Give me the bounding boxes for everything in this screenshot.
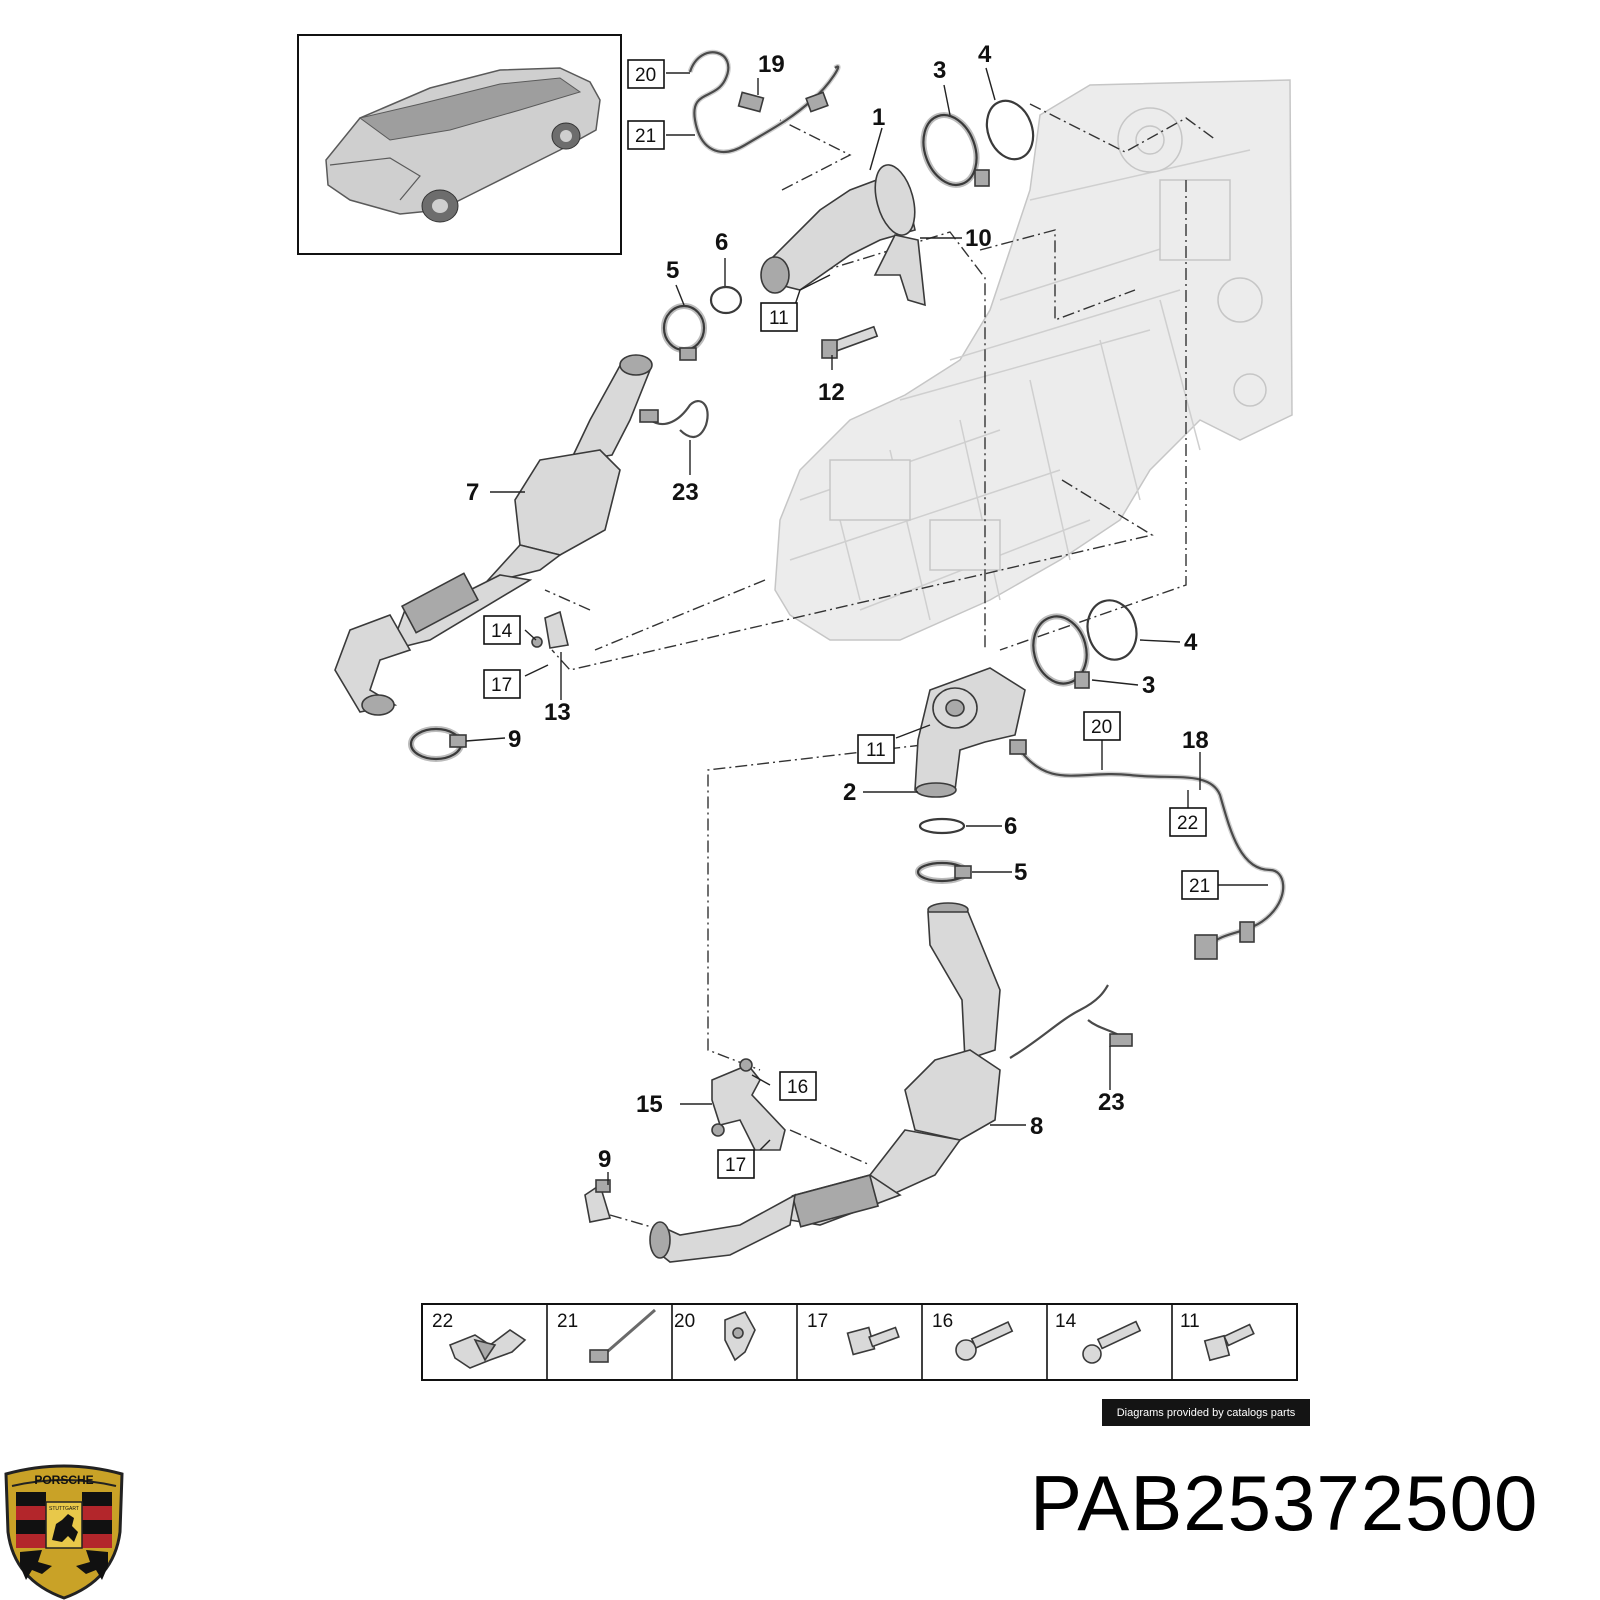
callout-1: 1 [872, 104, 885, 131]
boxed-ref-20-upper: 20 [627, 59, 665, 89]
callout-10: 10 [965, 225, 992, 252]
callout-2: 2 [843, 779, 856, 806]
seal-ring-6-upper [709, 285, 743, 315]
bracket-10 [873, 234, 926, 307]
callout-4-upper: 4 [978, 41, 992, 68]
boxed-ref-21-lower: 21 [1181, 870, 1219, 900]
clamp-9-lower [584, 1179, 612, 1223]
svg-text:22: 22 [1177, 813, 1198, 834]
oxygen-sensor-23-lower [1009, 984, 1133, 1059]
boxed-ref-11-upper: 11 [760, 302, 798, 332]
exhaust-pipe-1 [760, 164, 916, 294]
oxygen-sensor-18 [1009, 739, 1286, 960]
callout-3-lower: 3 [1142, 672, 1155, 699]
callout-23-lower: 23 [1098, 1089, 1125, 1116]
legend-cell-14: 14 [1055, 1311, 1142, 1364]
legend-cell-20: 20 [674, 1310, 756, 1362]
assembly-lines [544, 103, 1217, 1229]
svg-text:20: 20 [1091, 717, 1112, 738]
bracket-13 [531, 610, 569, 649]
boxed-ref-17-lower: 17 [717, 1149, 755, 1179]
oxygen-sensor-19 [687, 49, 841, 155]
catalytic-converter-8 [649, 902, 1001, 1263]
part-number: PAB25372500 [1030, 1459, 1539, 1547]
logo-subtext: STUTTGART [49, 1506, 79, 1512]
legend-cell-21: 21 [557, 1308, 656, 1363]
callout-3-upper: 3 [933, 57, 946, 84]
svg-text:11: 11 [769, 308, 789, 329]
svg-text:20: 20 [674, 1311, 695, 1332]
svg-text:20: 20 [635, 65, 656, 86]
legend-cell-11: 11 [1180, 1311, 1255, 1362]
callout-15: 15 [636, 1091, 663, 1118]
svg-text:21: 21 [557, 1311, 578, 1332]
callout-18: 18 [1182, 727, 1209, 754]
svg-text:21: 21 [635, 126, 656, 147]
seal-ring-4-lower [1086, 599, 1138, 661]
seal-ring-4-upper [985, 99, 1035, 161]
svg-text:11: 11 [1180, 1311, 1200, 1332]
callout-9-lower: 9 [598, 1146, 611, 1173]
callout-8: 8 [1030, 1113, 1043, 1140]
legend-cell-16: 16 [932, 1311, 1014, 1361]
callout-5-lower: 5 [1014, 859, 1027, 886]
clamp-3-upper [920, 112, 990, 188]
vehicle-inset [297, 34, 622, 255]
exhaust-pipe-2 [914, 667, 1026, 798]
svg-text:11: 11 [866, 740, 886, 761]
bracket-15 [711, 1058, 786, 1151]
callout-12: 12 [818, 379, 845, 406]
legend-cell-22: 22 [432, 1311, 527, 1369]
boxed-ref-11-lower: 11 [857, 734, 895, 764]
clamp-3-lower [1030, 613, 1090, 689]
legend-cell-17: 17 [807, 1311, 900, 1356]
svg-text:17: 17 [725, 1155, 746, 1176]
svg-text:16: 16 [787, 1077, 808, 1098]
callout-4-lower: 4 [1184, 629, 1198, 656]
bolt-12 [821, 325, 879, 359]
svg-text:22: 22 [432, 1311, 453, 1332]
logo-wordmark: PORSCHE [34, 1473, 93, 1487]
boxed-ref-16: 16 [779, 1071, 817, 1101]
svg-text:14: 14 [1055, 1311, 1077, 1332]
svg-text:17: 17 [807, 1311, 828, 1332]
porsche-crest-logo: PORSCHE STUTTGART [4, 1464, 124, 1600]
callout-6-upper: 6 [715, 229, 728, 256]
clamp-5-lower [915, 860, 972, 884]
callout-6-lower: 6 [1004, 813, 1017, 840]
svg-text:17: 17 [491, 675, 512, 696]
boxed-ref-14: 14 [483, 615, 521, 645]
clamp-9-left [408, 726, 467, 762]
boxed-references: 20 21 11 14 17 20 22 21 [483, 59, 1219, 1179]
callout-19: 19 [758, 51, 785, 78]
callout-9-left: 9 [508, 726, 521, 753]
diagram-credit-badge: Diagrams provided by catalogs parts [1102, 1399, 1310, 1426]
oxygen-sensor-23-upper [639, 400, 709, 438]
callout-5-upper: 5 [666, 257, 679, 284]
callout-7: 7 [466, 479, 479, 506]
boxed-ref-22: 22 [1169, 807, 1207, 837]
seal-ring-6-lower [918, 817, 966, 835]
svg-text:16: 16 [932, 1311, 953, 1332]
svg-text:14: 14 [491, 621, 513, 642]
boxed-ref-21-upper: 21 [627, 120, 665, 150]
fastener-legend: 22 21 20 17 16 14 11 [421, 1303, 1298, 1381]
callout-23-upper: 23 [672, 479, 699, 506]
callout-13: 13 [544, 699, 571, 726]
boxed-ref-20-lower: 20 [1083, 711, 1121, 741]
clamp-5-upper [661, 303, 707, 361]
leader-lines [465, 67, 1268, 1185]
boxed-ref-17-left: 17 [483, 669, 521, 699]
catalytic-converter-7 [334, 354, 653, 716]
engine-transmission-illustration [774, 79, 1293, 641]
callout-numbers: 19 1 3 4 6 10 5 12 7 23 13 9 4 3 18 2 6 … [466, 41, 1209, 1173]
svg-text:21: 21 [1189, 876, 1210, 897]
